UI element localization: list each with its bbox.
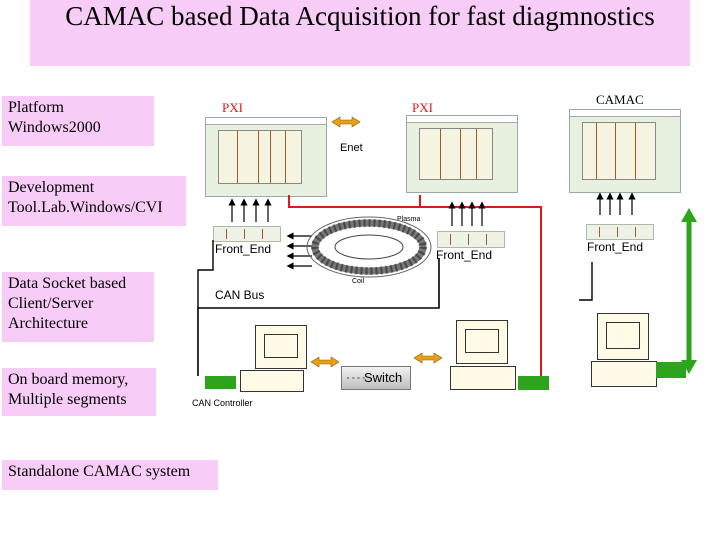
pc-right-base [591,361,657,387]
pc-left-monitor [255,325,307,369]
switch-arrow-left [310,356,340,368]
pxi-left-screen [205,117,327,197]
enet-label: Enet [340,142,363,154]
front-end-mid-module [437,231,505,248]
pc-mid-monitor [456,320,508,364]
can-controller-label: CAN Controller [192,398,253,408]
front-end-left-label: Front_End [215,242,272,256]
label-standalone: Standalone CAMAC system [2,460,218,490]
can-controller-card [205,376,236,389]
coil-label: Coil [352,278,365,285]
pxi-left-label: PXI [222,100,243,115]
camac-label: CAMAC [596,92,644,107]
front-end-right-module [586,224,654,240]
can-bus-label: CAN Bus [215,288,265,302]
signal-arrows-right [596,192,636,215]
switch-label: Switch [364,370,403,385]
network-switch: Switch ▫▫▫▫ [341,366,411,390]
switch-arrow-right [413,352,443,364]
pxi-right-screen [406,115,518,193]
pc-right-card [656,362,686,378]
page-title: CAMAC based Data Acquisition for fast di… [30,0,690,66]
tokamak-torus [306,216,432,278]
pc-left-base [240,370,304,392]
plasma-label: Plasma [397,216,421,223]
switch-ports: ▫▫▫▫ [346,375,367,383]
pc-right-monitor [597,313,649,360]
front-end-mid-label: Front_End [436,248,493,262]
front-end-left-link [197,240,214,308]
front-end-right-link [579,262,593,301]
front-end-right-label: Front_End [587,240,644,254]
pxi-right-label: PXI [412,100,433,115]
front-end-left-module [213,226,281,242]
label-development: Development Tool.Lab.Windows/CVI [2,176,186,226]
enet-arrow [331,116,361,128]
signal-arrows-mid [448,201,486,226]
pc-mid-card [518,376,549,390]
can-bus-line [197,258,440,376]
camac-screen [569,109,681,193]
label-platform: Platform Windows2000 [2,96,154,146]
label-data-socket: Data Socket based Client/Server Architec… [2,272,154,342]
camac-vertical-arrow [681,208,697,374]
label-onboard-memory: On board memory, Multiple segments [2,368,156,416]
signal-arrows-tokamak [286,232,312,270]
pc-mid-base [450,366,516,390]
signal-arrows-left [228,198,272,222]
